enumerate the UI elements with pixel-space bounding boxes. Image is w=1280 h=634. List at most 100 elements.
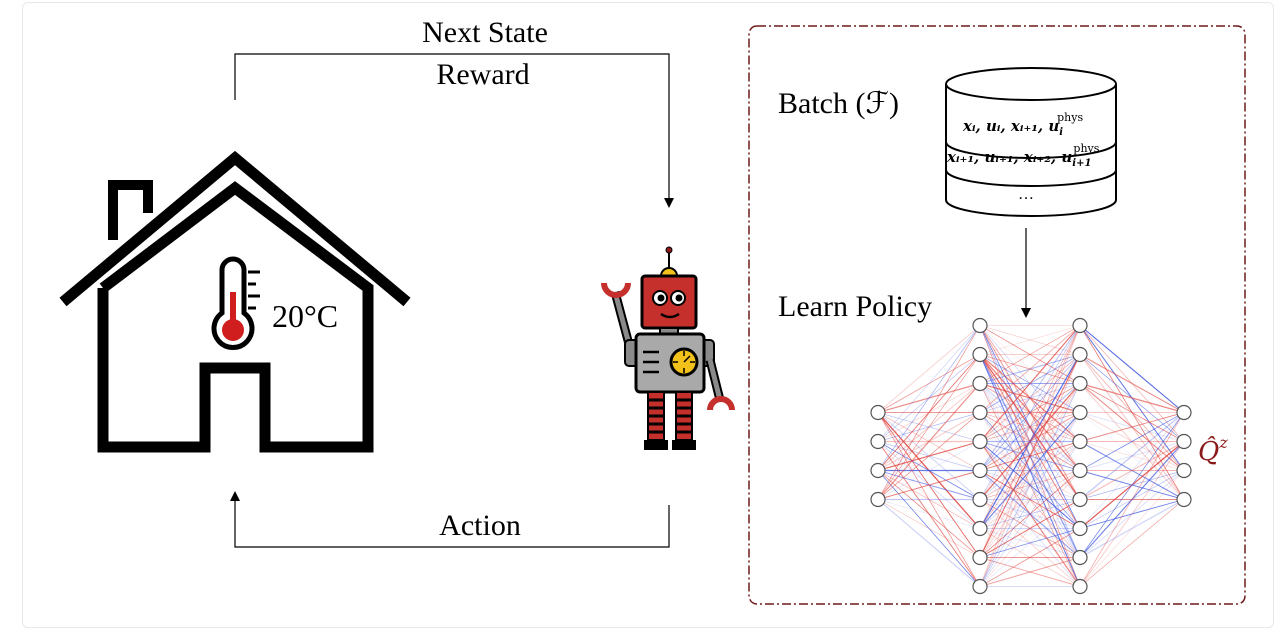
network-edge xyxy=(979,383,1081,471)
network-node xyxy=(972,433,988,450)
network-edge xyxy=(877,325,981,413)
batch-row-1: 𝒙ᵢ, 𝒖ᵢ, 𝒙ᵢ₊₁, 𝒖iphys xyxy=(962,111,1083,138)
network-edge xyxy=(979,354,1081,384)
network-edge xyxy=(979,325,1081,384)
network-node xyxy=(1072,317,1088,334)
network-edge xyxy=(979,528,1081,558)
network-nodes xyxy=(870,317,1192,595)
network-node xyxy=(972,317,988,334)
network-node xyxy=(972,375,988,392)
network-edge xyxy=(979,383,1081,558)
network-edge xyxy=(1079,325,1185,413)
network-edge xyxy=(1079,470,1185,587)
network-edge xyxy=(979,354,1081,384)
network-edge xyxy=(979,325,1081,558)
network-edge xyxy=(1079,499,1185,587)
network-edges xyxy=(877,325,1185,588)
database-icon xyxy=(945,67,1117,217)
network-edge xyxy=(979,557,1081,587)
batch-row-2: 𝒙ᵢ₊₁, 𝒖ᵢ₊₁, 𝒙ᵢ₊₂, 𝒖i+1phys xyxy=(946,142,1100,169)
action-arrow xyxy=(230,491,670,548)
network-edge xyxy=(1079,441,1185,558)
network-edge xyxy=(877,499,981,529)
network-edge xyxy=(1079,412,1185,529)
network-node xyxy=(1072,375,1088,392)
network-edge xyxy=(1079,412,1185,558)
network-edge xyxy=(979,325,1081,355)
network-edge xyxy=(877,325,981,500)
network-node xyxy=(870,491,886,508)
action-label: Action xyxy=(439,509,521,542)
network-node xyxy=(1072,404,1088,421)
network-node xyxy=(972,404,988,421)
network-edge xyxy=(1079,498,1185,559)
network-edge xyxy=(877,325,981,471)
network-edge xyxy=(1079,441,1185,471)
network-node xyxy=(972,346,988,363)
network-edge xyxy=(979,325,1081,529)
network-edge xyxy=(1079,412,1185,442)
q-output-label: Q̂z xyxy=(1198,433,1228,467)
network-edge xyxy=(877,354,981,442)
network-edge xyxy=(979,412,1081,442)
network-node xyxy=(1176,433,1192,450)
network-edge xyxy=(979,499,1081,587)
learn-policy-label: Learn Policy xyxy=(778,290,932,323)
network-edge xyxy=(979,412,1081,587)
network-edge xyxy=(1079,441,1185,471)
network-edge xyxy=(1079,499,1185,529)
network-edge xyxy=(1079,412,1185,500)
network-edge xyxy=(1079,441,1185,500)
network-node xyxy=(1176,491,1192,508)
batch-label: Batch (ℱ) xyxy=(778,87,899,120)
network-node xyxy=(972,520,988,537)
network-edge xyxy=(877,412,981,587)
network-edge xyxy=(1079,354,1185,413)
network-node xyxy=(1176,404,1192,421)
network-node xyxy=(1072,578,1088,595)
network-node xyxy=(870,433,886,450)
network-edge xyxy=(979,470,1081,587)
network-edge xyxy=(877,325,981,442)
network-node xyxy=(972,462,988,479)
network-edge xyxy=(1079,412,1185,500)
ellipsis-label: … xyxy=(1018,186,1034,203)
network-edge xyxy=(979,383,1081,587)
network-edge xyxy=(1079,412,1185,471)
network-edge xyxy=(979,412,1081,558)
network-edge xyxy=(877,469,981,501)
network-edge xyxy=(979,325,1081,355)
next-state-label: Next State xyxy=(422,16,548,49)
network-edge xyxy=(877,441,981,558)
network-edge xyxy=(979,325,1081,471)
network-node xyxy=(1176,462,1192,479)
network-edge xyxy=(877,382,981,414)
network-node xyxy=(1072,520,1088,537)
network-edge xyxy=(979,354,1081,442)
network-edge xyxy=(979,325,1081,442)
network-edge xyxy=(1079,382,1185,414)
network-node xyxy=(1072,462,1088,479)
network-edge xyxy=(1079,470,1185,558)
network-edge xyxy=(979,354,1081,500)
temperature-label: 20°C xyxy=(272,298,338,334)
learning-box xyxy=(748,25,1246,605)
network-edge xyxy=(979,325,1081,500)
thermometer-icon xyxy=(211,256,260,350)
network-edge xyxy=(1079,441,1185,587)
network-node xyxy=(870,404,886,421)
network-node xyxy=(1072,433,1088,450)
network-edge xyxy=(979,325,1081,413)
network-edge xyxy=(979,354,1081,558)
state-reward-arrow xyxy=(234,53,674,208)
network-node xyxy=(972,549,988,566)
network-edge xyxy=(877,499,981,558)
network-edge xyxy=(877,412,981,500)
network-edge xyxy=(979,412,1081,529)
network-edge xyxy=(979,499,1081,558)
network-node xyxy=(972,578,988,595)
house-icon xyxy=(59,150,411,453)
network-node xyxy=(972,491,988,508)
network-edge xyxy=(979,470,1081,558)
